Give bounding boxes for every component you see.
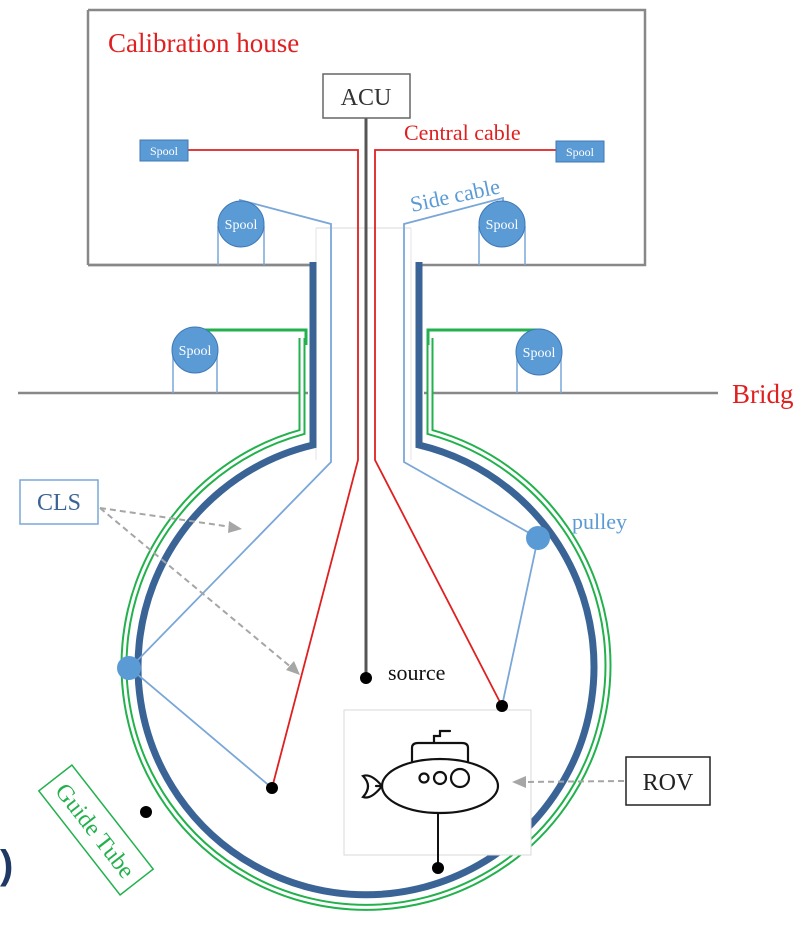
guide-tube — [120, 262, 612, 911]
cls-label: CLS — [37, 490, 81, 516]
guide-tube-blue-inner — [134, 262, 598, 899]
spool-bridge-right[interactable]: Spool — [515, 328, 563, 393]
pulley-icon — [526, 526, 550, 550]
edge-glyph: ) — [0, 843, 13, 887]
central-cable-label: Central cable — [404, 120, 521, 145]
pulley-label: pulley — [572, 509, 627, 534]
spool-house-left-label: Spool — [225, 218, 258, 233]
cls-arrowhead-1 — [228, 521, 242, 533]
cls-box — [19, 479, 99, 525]
guide-tube-white-gap — [122, 338, 610, 909]
rov-label: ROV — [643, 770, 694, 796]
spool-rect-left[interactable] — [139, 139, 189, 162]
central-cable-right — [374, 149, 556, 707]
side-cable-right — [403, 196, 540, 707]
spool-rect-left-label: Spool — [150, 144, 179, 158]
source-label: source — [388, 660, 445, 685]
submarine-icon — [361, 729, 500, 815]
pulley-icon — [117, 656, 141, 680]
acu-label: ACU — [341, 85, 392, 111]
endpoint-dot-icon — [496, 700, 508, 712]
guide-tube-label-group: Guide Tube — [37, 764, 155, 896]
calibration-house-label: Calibration house — [108, 28, 299, 58]
cls-arrows — [99, 507, 293, 669]
rov-bottom-dot — [432, 862, 444, 874]
guide-tube-label-box — [37, 764, 155, 896]
spool-bridge-right-label: Spool — [523, 346, 556, 361]
spool-bridge-left[interactable]: Spool — [171, 326, 219, 393]
rov-label-box — [625, 756, 711, 806]
endpoint-dot-icon — [140, 806, 152, 818]
acu-box — [322, 73, 411, 119]
spool-rect-right[interactable] — [555, 140, 605, 163]
spool-bridge-left-label: Spool — [179, 344, 212, 359]
spool-house-right-label: Spool — [486, 218, 519, 233]
cls-arrowhead-2 — [286, 661, 300, 675]
spool-house-left[interactable]: Spool — [217, 200, 265, 265]
bridge-label: Bridg — [732, 379, 794, 409]
endpoint-dot-icon — [266, 782, 278, 794]
rov-arrow — [523, 780, 625, 783]
central-cable-left — [188, 149, 359, 789]
side-cable-left — [128, 198, 332, 789]
rov-arrowhead — [512, 776, 526, 788]
spool-rect-right-label: Spool — [566, 145, 595, 159]
spool-house-right[interactable]: Spool — [478, 200, 526, 265]
source-dot — [360, 672, 372, 684]
